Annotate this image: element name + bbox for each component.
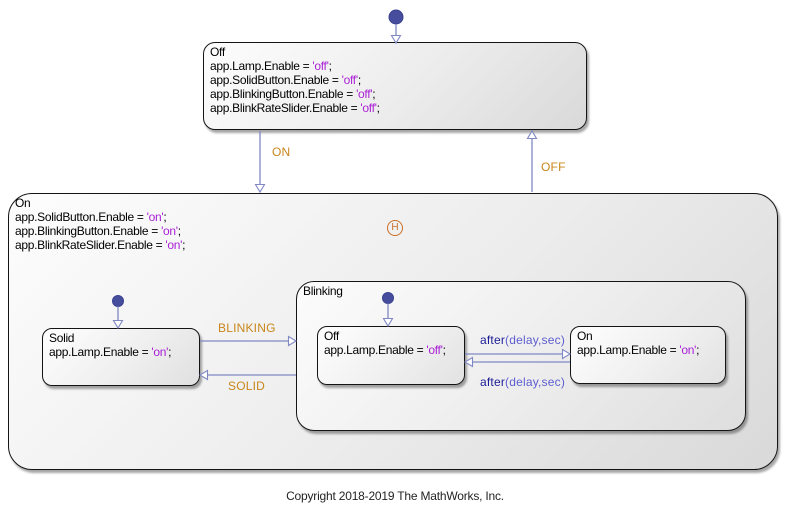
state-action-line: app.Lamp.Enable = 'on'; bbox=[577, 343, 700, 357]
transition-label-solid[interactable]: SOLID bbox=[228, 379, 266, 393]
state-solid-title: Solid bbox=[49, 331, 75, 345]
state-blinking-on[interactable]: On app.Lamp.Enable = 'on'; bbox=[570, 326, 726, 384]
state-action-line: app.Lamp.Enable = 'on'; bbox=[49, 345, 172, 359]
transition-label-off[interactable]: OFF bbox=[541, 160, 566, 174]
state-blinking[interactable]: Blinking Off app.Lamp.Enable = 'off'; On… bbox=[296, 281, 746, 431]
history-junction-icon[interactable]: H bbox=[387, 220, 403, 236]
state-off-top-title: Off bbox=[210, 45, 225, 59]
state-solid[interactable]: Solid app.Lamp.Enable = 'on'; bbox=[42, 328, 200, 386]
state-action-line: app.BlinkingButton.Enable = 'off'; bbox=[210, 87, 376, 101]
copyright-text: Copyright 2018-2019 The MathWorks, Inc. bbox=[286, 489, 504, 503]
state-action-line: app.BlinkRateSlider.Enable = 'off'; bbox=[210, 101, 380, 115]
state-on-outer-title: On bbox=[15, 196, 31, 210]
state-action-line: app.Lamp.Enable = 'off'; bbox=[210, 59, 332, 73]
state-on-outer[interactable]: On app.SolidButton.Enable = 'on'; app.Bl… bbox=[8, 193, 778, 470]
state-action-line: app.BlinkingButton.Enable = 'on'; bbox=[15, 224, 181, 238]
transition-label-on[interactable]: ON bbox=[272, 145, 291, 159]
state-blinking-off-title: Off bbox=[324, 329, 339, 343]
state-action-line: app.BlinkRateSlider.Enable = 'on'; bbox=[15, 238, 186, 252]
transition-label-after-bottom[interactable]: after(delay,sec) bbox=[480, 375, 566, 389]
default-transition-dot[interactable] bbox=[388, 9, 404, 25]
history-junction-label: H bbox=[391, 222, 399, 233]
state-blinking-on-title: On bbox=[577, 329, 593, 343]
state-blinking-title: Blinking bbox=[303, 284, 343, 298]
state-action-line: app.SolidButton.Enable = 'off'; bbox=[210, 73, 361, 87]
transition-label-blinking[interactable]: BLINKING bbox=[218, 321, 276, 335]
transition-label-after-top[interactable]: after(delay,sec) bbox=[480, 333, 566, 347]
state-off-top[interactable]: Off app.Lamp.Enable = 'off'; app.SolidBu… bbox=[203, 42, 587, 130]
arrowhead-down-icon bbox=[254, 183, 266, 194]
state-action-line: app.Lamp.Enable = 'off'; bbox=[324, 343, 446, 357]
arrowhead-up-icon bbox=[526, 129, 538, 140]
state-action-line: app.SolidButton.Enable = 'on'; bbox=[15, 210, 167, 224]
state-blinking-off[interactable]: Off app.Lamp.Enable = 'off'; bbox=[317, 326, 465, 385]
